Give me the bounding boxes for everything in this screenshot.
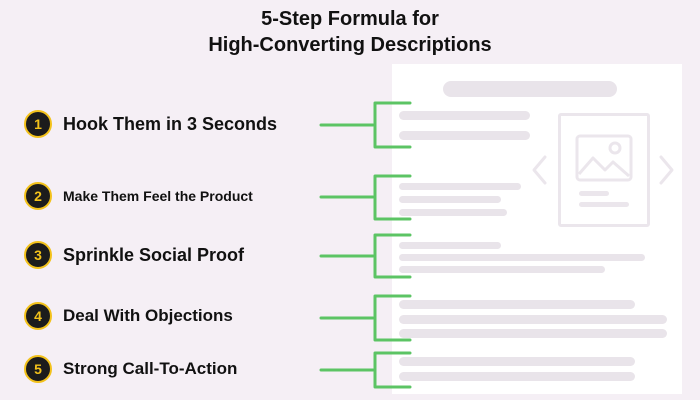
placeholder-line <box>399 196 501 203</box>
step-label: Strong Call-To-Action <box>63 359 238 378</box>
connector-step-2 <box>319 174 412 221</box>
placeholder-title-bar <box>443 81 617 97</box>
step-label: Hook Them in 3 Seconds <box>63 113 278 134</box>
placeholder-line <box>399 300 635 309</box>
placeholder-line <box>399 254 645 261</box>
step-number-badge: 3 <box>24 241 52 269</box>
placeholder-line <box>399 242 501 249</box>
placeholder-line <box>399 209 507 216</box>
product-image-placeholder <box>558 113 650 227</box>
placeholder-line <box>399 111 530 120</box>
placeholder-line <box>399 372 635 381</box>
title-line-1: 5-Step Formula for <box>261 8 439 30</box>
placeholder-line <box>399 131 530 140</box>
step-number-badge: 2 <box>24 182 52 210</box>
placeholder-line <box>399 266 605 273</box>
chevron-right-icon[interactable] <box>658 154 676 186</box>
step-number-badge: 4 <box>24 302 52 330</box>
chevron-left-icon[interactable] <box>530 154 548 186</box>
step-1: 1 Hook Them in 3 Seconds <box>24 110 277 138</box>
image-icon <box>575 134 633 182</box>
step-5: 5 Strong Call-To-Action <box>24 355 237 383</box>
connector-step-5 <box>319 351 412 389</box>
image-caption-bar <box>579 202 629 207</box>
step-number-badge: 5 <box>24 355 52 383</box>
placeholder-line <box>399 315 667 324</box>
step-3: 3 Sprinkle Social Proof <box>24 241 244 269</box>
connector-step-4 <box>319 294 412 342</box>
step-4: 4 Deal With Objections <box>24 302 233 330</box>
placeholder-line <box>399 183 521 190</box>
step-number-badge: 1 <box>24 110 52 138</box>
step-label: Sprinkle Social Proof <box>63 244 245 265</box>
step-label: Deal With Objections <box>63 306 233 325</box>
placeholder-line <box>399 357 635 366</box>
connector-step-1 <box>319 101 412 149</box>
placeholder-line <box>399 329 667 338</box>
page-title: 5-Step Formula for High-Converting Descr… <box>0 6 700 58</box>
step-label: Make Them Feel the Product <box>63 188 253 204</box>
step-2: 2 Make Them Feel the Product <box>24 182 253 210</box>
title-line-2: High-Converting Descriptions <box>208 34 492 56</box>
image-caption-bar <box>579 191 609 196</box>
connector-step-3 <box>319 233 412 279</box>
